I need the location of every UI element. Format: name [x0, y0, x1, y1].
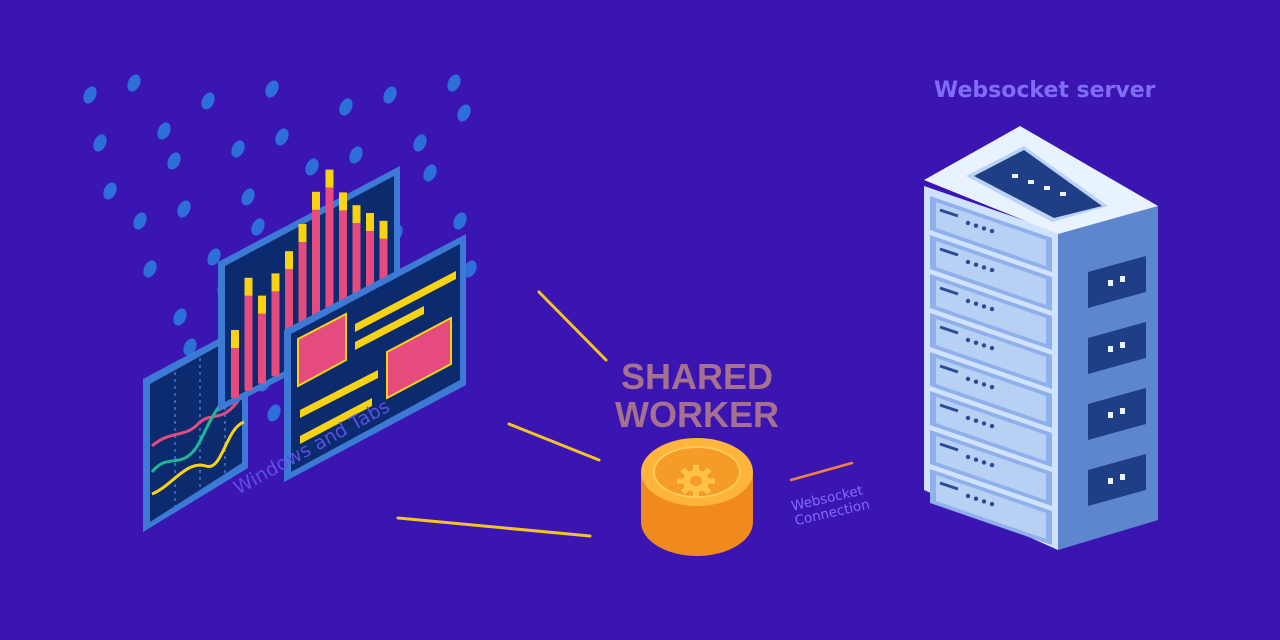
- decorative-bar: [366, 213, 374, 326]
- decorative-dot: [349, 146, 363, 164]
- decorative-dot: [103, 182, 117, 200]
- shared-worker-node: [641, 438, 753, 556]
- decorative-dot: [447, 74, 461, 92]
- decorative-dot: [265, 80, 279, 98]
- shared-worker-label-line2: WORKER: [615, 394, 779, 435]
- server-side-port: [1088, 322, 1146, 374]
- decorative-dot: [133, 212, 147, 230]
- bar-chart-bars: [231, 169, 388, 398]
- server-side-port: [1088, 454, 1146, 506]
- decorative-dot: [339, 98, 353, 116]
- decorative-bar: [352, 205, 361, 334]
- server-side-port: [1088, 256, 1146, 308]
- server-unit: [930, 196, 1052, 272]
- decorative-dot: [93, 134, 107, 152]
- server-units: [930, 196, 1052, 545]
- decorative-dot: [183, 338, 197, 356]
- decorative-dot: [251, 218, 265, 236]
- server-unit: [930, 430, 1052, 506]
- websocket-connection-line: [789, 461, 854, 482]
- decorative-bar: [285, 251, 293, 370]
- decorative-dot: [173, 308, 187, 326]
- server-unit: [930, 274, 1052, 350]
- server-side-port: [1088, 388, 1146, 440]
- decorative-dot: [453, 212, 467, 230]
- decorative-dot: [177, 200, 191, 218]
- decorative-dot: [305, 158, 319, 176]
- decorative-dot: [143, 260, 157, 278]
- decorative-bar: [325, 169, 334, 348]
- server-unit: [930, 469, 1052, 545]
- decorative-dot: [463, 260, 477, 278]
- decorative-bar: [339, 192, 347, 341]
- decorative-dot: [207, 248, 221, 266]
- layout-window: [284, 234, 466, 482]
- decorative-bar: [298, 224, 307, 362]
- decorative-dot: [157, 122, 171, 140]
- server-side-ports: [1088, 256, 1146, 506]
- connector-lines: [396, 290, 854, 538]
- decorative-dot: [457, 104, 471, 122]
- decorative-dot: [275, 128, 289, 146]
- decorative-bar: [231, 330, 239, 398]
- decorative-bar: [244, 277, 253, 391]
- decorative-dot: [383, 86, 397, 104]
- decorative-dot: [267, 404, 281, 422]
- shared-worker-label-line1: SHARED: [620, 356, 773, 397]
- server-unit: [930, 352, 1052, 428]
- decorative-bar: [271, 273, 280, 377]
- bar-chart-window: [218, 166, 400, 412]
- decorative-dot: [413, 134, 427, 152]
- connector-line-middle: [507, 422, 601, 462]
- decorative-bar: [312, 191, 320, 355]
- decorative-dot: [241, 188, 255, 206]
- websocket-server-label: Websocket server: [934, 78, 1156, 103]
- connector-line-upper: [537, 290, 608, 362]
- decorative-dot: [127, 74, 141, 92]
- decorative-dot: [231, 140, 245, 158]
- decorative-bar: [258, 295, 266, 384]
- shared-worker-label: SHARED WORKER: [608, 358, 786, 434]
- gear-icon: [677, 464, 715, 498]
- decorative-dot: [83, 86, 97, 104]
- decorative-dot: [167, 152, 181, 170]
- connector-line-lower: [396, 516, 592, 538]
- browser-windows-illustration: [143, 166, 466, 532]
- decorative-dot: [201, 92, 215, 110]
- server-unit: [930, 235, 1052, 311]
- decorative-dot: [423, 164, 437, 182]
- server-unit: [930, 391, 1052, 467]
- server-unit: [930, 313, 1052, 389]
- server-rack-icon: [924, 126, 1158, 550]
